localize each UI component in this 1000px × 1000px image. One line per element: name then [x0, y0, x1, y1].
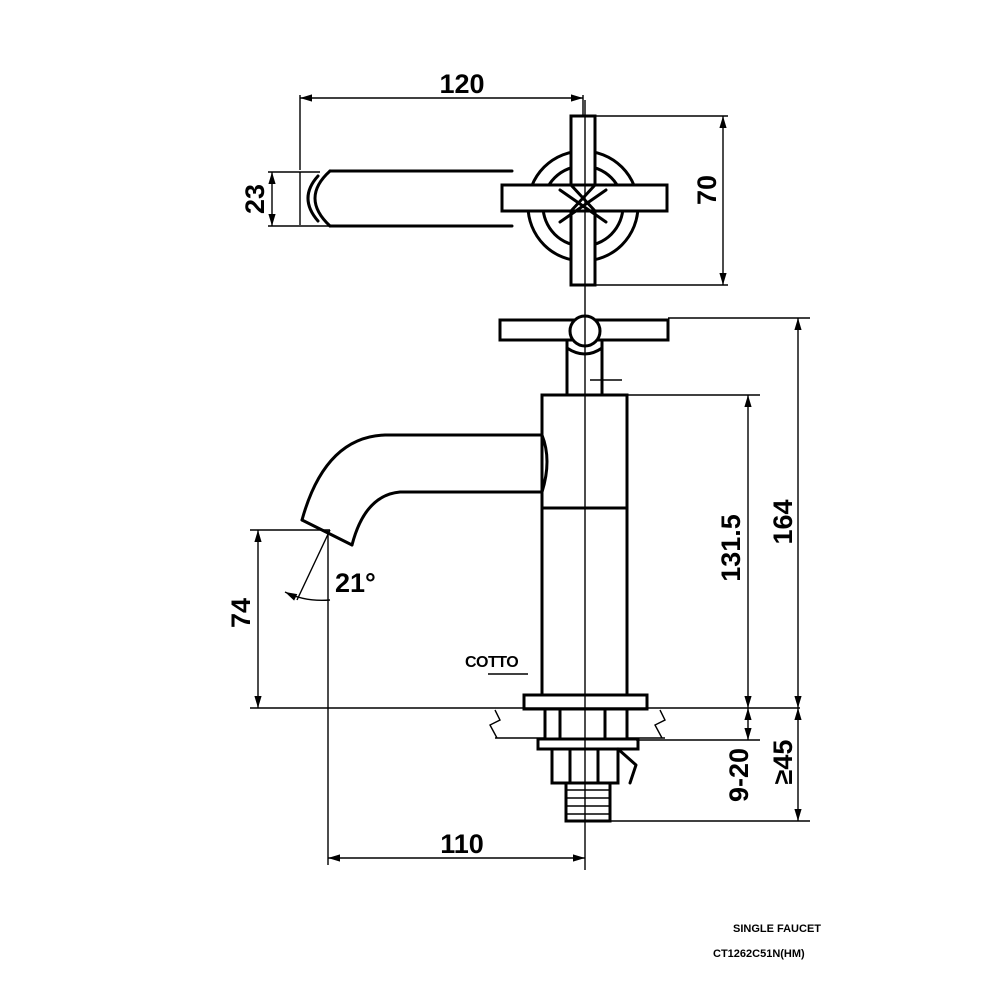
dimension-labels: 120 23 70 131.5 164 74 21° 9-20 ≥45 110: [226, 69, 798, 859]
dim-spout-height: 74: [226, 598, 256, 628]
product-name: SINGLE FAUCET: [733, 923, 821, 935]
front-view: COTTO: [250, 100, 810, 870]
dim-top-depth: 23: [240, 184, 270, 214]
dim-shank-length: ≥45: [768, 740, 798, 785]
dim-total-height: 164: [768, 499, 798, 544]
dim-handle-span: 70: [692, 175, 722, 205]
brand-logo: COTTO: [465, 654, 518, 671]
dim-body-height: 131.5: [716, 514, 746, 582]
dim-top-width: 120: [439, 69, 484, 99]
model-number: CT1262C51N(HM): [713, 948, 805, 960]
dim-counter-thickness: 9-20: [724, 748, 754, 802]
dimension-lines: [254, 94, 802, 862]
top-view: [268, 95, 728, 287]
dim-spout-reach: 110: [440, 829, 484, 859]
title-block: SINGLE FAUCET CT1262C51N(HM): [713, 923, 821, 960]
dim-spout-angle: 21°: [335, 568, 376, 598]
